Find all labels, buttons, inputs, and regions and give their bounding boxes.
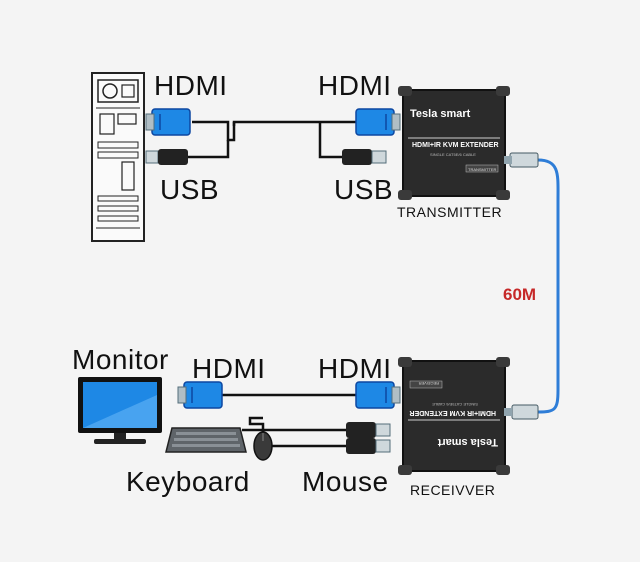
top-usb-left-label: USB xyxy=(160,174,220,205)
top-hdmi-right-label: HDMI xyxy=(318,70,392,101)
transmitter-label: TRANSMITTER xyxy=(397,204,503,220)
monitor-icon xyxy=(78,377,162,444)
keyboard-icon xyxy=(165,427,247,453)
hdmi-connector-icon xyxy=(355,381,401,409)
bottom-hdmi-right-label: HDMI xyxy=(318,353,392,384)
usb-connector-icon xyxy=(346,422,391,438)
keyboard-label: Keyboard xyxy=(126,466,250,497)
pc-tower-icon xyxy=(91,72,145,242)
top-hdmi-cable xyxy=(192,120,360,142)
mouse-icon xyxy=(253,431,273,461)
top-usb-cable xyxy=(188,122,342,159)
receiver-label: RECEIVVER xyxy=(410,482,496,498)
top-hdmi-left-label: HDMI xyxy=(154,70,228,101)
hdmi-connector-icon xyxy=(355,108,401,136)
mouse-label: Mouse xyxy=(302,466,389,497)
transmitter-brand: Tesla smart xyxy=(410,108,471,120)
cable-distance-label: 60M xyxy=(503,285,537,304)
hdmi-connector-icon xyxy=(177,381,223,409)
transmitter-model: HDMI+IR KVM EXTENDER xyxy=(412,142,499,149)
transmitter-cable-note: SINGLE CAT5E/6 CABLE xyxy=(430,152,476,157)
bottom-hdmi-left-label: HDMI xyxy=(192,353,266,384)
mouse-cable xyxy=(248,416,346,448)
receiver-cable-note: SINGLE CAT5E/6 CABLE xyxy=(432,402,478,407)
monitor-label: Monitor xyxy=(72,344,169,375)
usb-connector-icon xyxy=(342,149,387,165)
receiver-model: HDMI+IR KVM EXTENDER xyxy=(409,409,496,416)
network-cable xyxy=(504,152,560,420)
hdmi-connector-icon xyxy=(145,108,191,136)
top-usb-right-label: USB xyxy=(334,174,394,205)
usb-connector-icon xyxy=(346,438,391,454)
usb-connector-icon xyxy=(145,149,188,165)
receiver-brand: Tesla smart xyxy=(437,436,498,448)
transmitter-tag: TRANSMITTER xyxy=(468,167,497,172)
receiver-tag: RECEIVER xyxy=(418,381,439,386)
